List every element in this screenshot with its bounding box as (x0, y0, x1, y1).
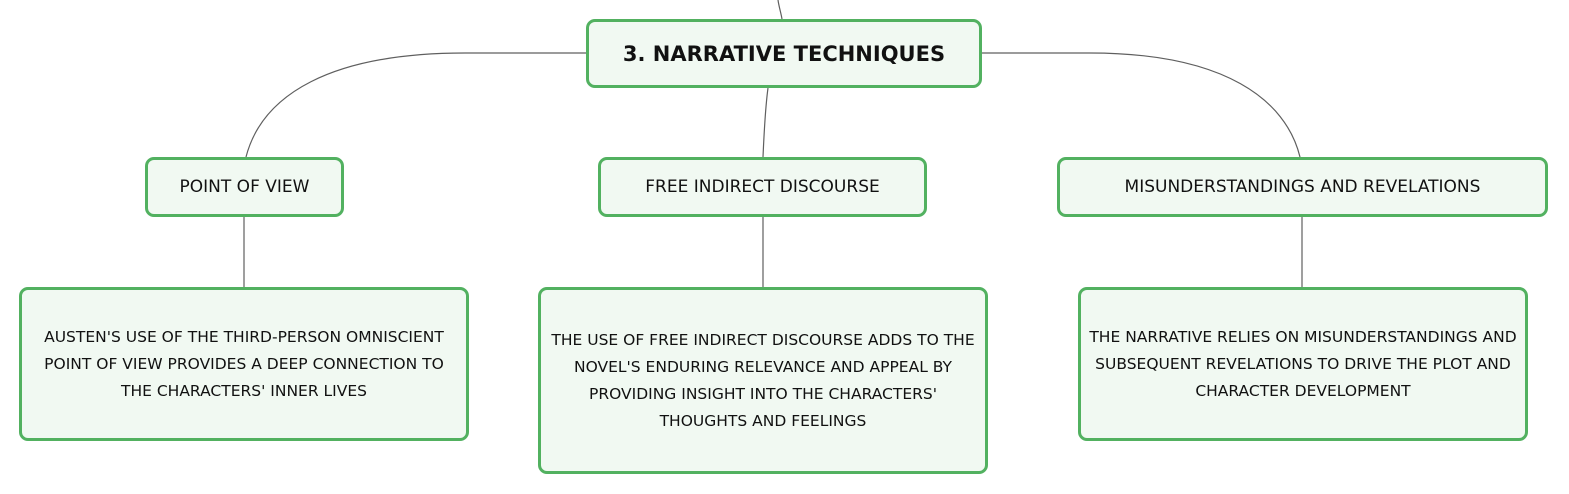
root-node[interactable]: 3. NARRATIVE TECHNIQUES (586, 19, 982, 88)
detail-node-point-of-view[interactable]: AUSTEN'S USE OF THE THIRD-PERSON OMNISCI… (19, 287, 469, 441)
detail-node-text: AUSTEN'S USE OF THE THIRD-PERSON OMNISCI… (44, 327, 444, 400)
branch-node-free-indirect-discourse[interactable]: FREE INDIRECT DISCOURSE (598, 157, 927, 217)
branch-node-label: POINT OF VIEW (179, 177, 310, 197)
branch-node-point-of-view[interactable]: POINT OF VIEW (145, 157, 344, 217)
branch-node-label: MISUNDERSTANDINGS AND REVELATIONS (1124, 177, 1481, 197)
connector-root-to-point-of-view (245, 52, 586, 158)
connector-root-to-misunderstandings (982, 52, 1301, 158)
detail-node-text: THE USE OF FREE INDIRECT DISCOURSE ADDS … (551, 330, 975, 430)
connector-root-to-free-indirect-discourse (762, 87, 769, 158)
branch-node-misunderstandings-and-revelations[interactable]: MISUNDERSTANDINGS AND REVELATIONS (1057, 157, 1548, 217)
branch-node-label: FREE INDIRECT DISCOURSE (645, 177, 880, 197)
connector-incoming (777, 0, 783, 20)
root-node-label: 3. NARRATIVE TECHNIQUES (622, 41, 946, 66)
detail-node-free-indirect-discourse[interactable]: THE USE OF FREE INDIRECT DISCOURSE ADDS … (538, 287, 988, 474)
detail-node-misunderstandings-and-revelations[interactable]: THE NARRATIVE RELIES ON MISUNDERSTANDING… (1078, 287, 1528, 441)
detail-node-text: THE NARRATIVE RELIES ON MISUNDERSTANDING… (1089, 327, 1517, 400)
